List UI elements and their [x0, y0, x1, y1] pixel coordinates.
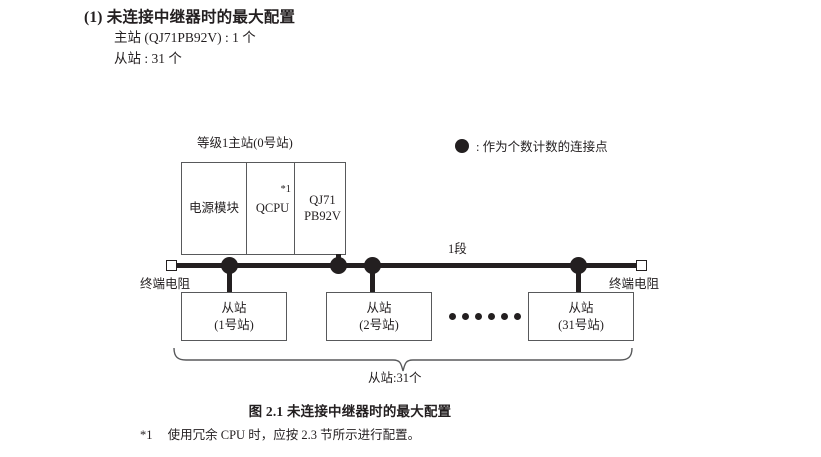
slave-station-name: 从站 [221, 301, 247, 316]
slave-count-brace [173, 347, 633, 372]
slot-power-supply-label: 电源模块 [188, 200, 239, 215]
slot-network-module-label: QJ71 PB92V [304, 193, 341, 224]
slot-network-module-line2: PB92V [304, 208, 341, 223]
legend: : 作为个数计数的连接点 [455, 136, 608, 155]
master-station-rack: 电源模块 QCPU *1 QJ71 PB92V [181, 162, 346, 255]
slave-drop-line [227, 265, 232, 293]
ellipsis-dot [462, 313, 469, 320]
segment-label: 1段 [448, 242, 467, 256]
terminator-left-icon [166, 260, 177, 271]
slot-power-supply: 电源模块 [182, 163, 247, 254]
section-number: (1) [84, 9, 103, 26]
heading-detail-master: 主站 (QJ71PB92V) : 1 个 [114, 30, 256, 46]
slave-station-box: 从站 (1号站) [181, 292, 287, 341]
connection-point-dot [330, 257, 347, 274]
figure-footnote: *1 使用冗余 CPU 时，应按 2.3 节所示进行配置。 [140, 424, 420, 443]
filled-circle-icon [455, 138, 469, 153]
terminator-left-label: 终端电阻 [140, 277, 191, 291]
page-title: 未连接中继器时的最大配置 [106, 9, 296, 26]
slave-station-box: 从站 (31号站) [528, 292, 634, 341]
slave-drop-line [370, 265, 375, 293]
ellipsis-dots [449, 313, 521, 320]
heading-block: (1) 未连接中继器时的最大配置 主站 (QJ71PB92V) : 1 个 从站… [84, 8, 295, 70]
slot-cpu: QCPU *1 [247, 163, 295, 254]
section-heading: (1) 未连接中继器时的最大配置 [84, 8, 295, 28]
slave-station-number: (31号站) [558, 317, 604, 332]
ellipsis-dot [514, 313, 521, 320]
slave-station-name: 从站 [366, 301, 392, 316]
footnote-text: 使用冗余 CPU 时，应按 2.3 节所示进行配置。 [167, 428, 421, 442]
slave-station-name: 从站 [568, 301, 594, 316]
master-station-title: 等级1主站(0号站) [197, 136, 293, 150]
ellipsis-dot [488, 313, 495, 320]
footnote-marker: *1 [280, 184, 292, 195]
slot-cpu-label: QCPU [255, 200, 290, 215]
slave-station-number: (2号站) [359, 317, 399, 332]
trunk-bus-line [176, 263, 644, 268]
legend-label: : 作为个数计数的连接点 [476, 140, 608, 154]
ellipsis-dot [449, 313, 456, 320]
heading-detail-slave: 从站 : 31 个 [114, 51, 182, 67]
figure-caption: 图 2.1 未连接中继器时的最大配置 [248, 404, 452, 419]
terminator-right-icon [636, 260, 647, 271]
slave-station-box: 从站 (2号站) [326, 292, 432, 341]
ellipsis-dot [475, 313, 482, 320]
slave-station-number: (1号站) [214, 317, 254, 332]
slave-count-label: 从站:31个 [368, 371, 422, 385]
slave-drop-line [576, 265, 581, 293]
slot-network-module-line1: QJ71 [309, 193, 336, 208]
ellipsis-dot [501, 313, 508, 320]
slot-network-module: QJ71 PB92V [295, 163, 345, 254]
footnote-mark: *1 [140, 428, 153, 442]
terminator-right-label: 终端电阻 [609, 277, 660, 291]
